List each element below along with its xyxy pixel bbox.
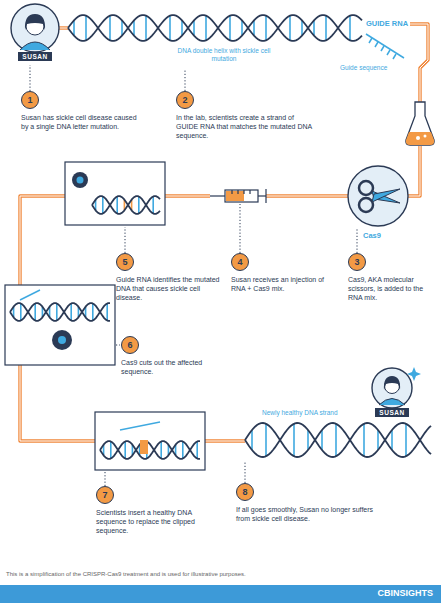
callout-number: 8 [242, 487, 247, 497]
step-panel [65, 162, 165, 225]
dna-helix [10, 303, 110, 321]
process-track [266, 194, 348, 197]
step: 4Susan receives an injection of RNA + Ca… [231, 253, 331, 293]
step-number-circle: 2 [176, 91, 194, 109]
part-label: GUIDE RNA [366, 19, 408, 28]
process-track [20, 365, 95, 441]
process-track [59, 26, 68, 29]
process-track [20, 365, 95, 441]
step-number-circle: 5 [116, 253, 134, 271]
process-track [205, 439, 245, 442]
callout-number: 4 [237, 257, 242, 267]
step-description: Guide RNA identifies the mutated DNA tha… [116, 275, 224, 302]
callout-number: 5 [122, 257, 127, 267]
susan-avatar [372, 367, 421, 408]
step-number-circle: 6 [121, 336, 139, 354]
callout-number: 2 [182, 95, 187, 105]
step-panel [5, 285, 115, 365]
leader-line [125, 227, 126, 253]
step-description: If all goes smoothly, Susan no longer su… [236, 505, 386, 523]
badge-text: SUSAN [379, 409, 404, 416]
process-track [410, 24, 428, 102]
name-badge: SUSAN [375, 408, 408, 417]
process-track [410, 24, 428, 102]
leader-line [357, 229, 358, 253]
process-track [205, 441, 245, 442]
dna-helix [68, 15, 362, 41]
footnote: This is a simplification of the CRISPR-C… [6, 571, 246, 579]
step: 8 If all goes smoothly, Susan no longer s… [236, 483, 386, 523]
cas9-scissors [348, 166, 408, 226]
part-label: Guide sequence [340, 64, 387, 72]
leader-line [105, 472, 106, 486]
dna-helix [245, 423, 431, 457]
step-description: Cas9 cuts out the affected sequence. [121, 358, 225, 376]
name-badge: SUSAN [18, 52, 51, 61]
step-number-circle: 8 [236, 483, 254, 501]
step: 2 In the lab, scientists create a strand … [176, 91, 316, 140]
leader-line [245, 461, 246, 483]
step-description: Susan has sickle cell disease caused by … [21, 113, 141, 131]
dna-helix [100, 441, 200, 459]
step-number-circle: 4 [231, 253, 249, 271]
guide-rna [20, 290, 40, 300]
callout-number: 7 [102, 490, 107, 500]
process-track [266, 196, 348, 197]
step-description: Scientists insert a healthy DNA sequence… [96, 508, 221, 535]
helix-caption: DNA double helix with sickle cell mutati… [168, 47, 280, 63]
step-description: Cas9, AKA molecular scissors, is added t… [348, 275, 436, 302]
callout-number: 3 [354, 257, 359, 267]
callout-number: 1 [27, 95, 32, 105]
process-track [165, 196, 210, 197]
flask [406, 102, 434, 145]
cas9-icon [52, 172, 88, 350]
guide-sequence [366, 34, 404, 59]
step-number-circle: 1 [21, 91, 39, 109]
step: 7Scientists insert a healthy DNA sequenc… [96, 486, 221, 535]
part-label: Cas9 [363, 231, 381, 240]
syringe [210, 189, 266, 203]
process-track [20, 196, 65, 285]
step-description: In the lab, scientists create a strand o… [176, 113, 316, 140]
step-panel [95, 412, 205, 470]
callout-number: 6 [127, 340, 132, 350]
leader-line [116, 345, 120, 346]
step: 1Susan has sickle cell disease caused by… [21, 91, 141, 131]
guide-rna [120, 422, 160, 430]
process-track [408, 146, 420, 196]
badge-text: SUSAN [22, 53, 47, 60]
step: 3Cas9, AKA molecular scissors, is added … [348, 253, 436, 302]
step-description: Susan receives an injection of RNA + Cas… [231, 275, 331, 293]
brand-logo: CBINSIGHTS [377, 588, 433, 599]
footer-bar [0, 585, 441, 603]
leader-line [185, 69, 186, 91]
dna-helix [92, 196, 160, 214]
step: 6Cas9 cuts out the affected sequence. [121, 336, 225, 376]
process-track [59, 28, 68, 29]
process-track [20, 196, 65, 285]
process-track [408, 146, 420, 196]
healthy-insert [140, 440, 148, 454]
step-number-circle: 7 [96, 486, 114, 504]
step: 5Guide RNA identifies the mutated DNA th… [116, 253, 224, 302]
leader-line [30, 65, 31, 91]
leader-line [240, 204, 241, 253]
part-label: Newly healthy DNA strand [262, 409, 338, 417]
process-track [165, 194, 210, 197]
susan-avatar [11, 4, 59, 52]
step-number-circle: 3 [348, 253, 366, 271]
